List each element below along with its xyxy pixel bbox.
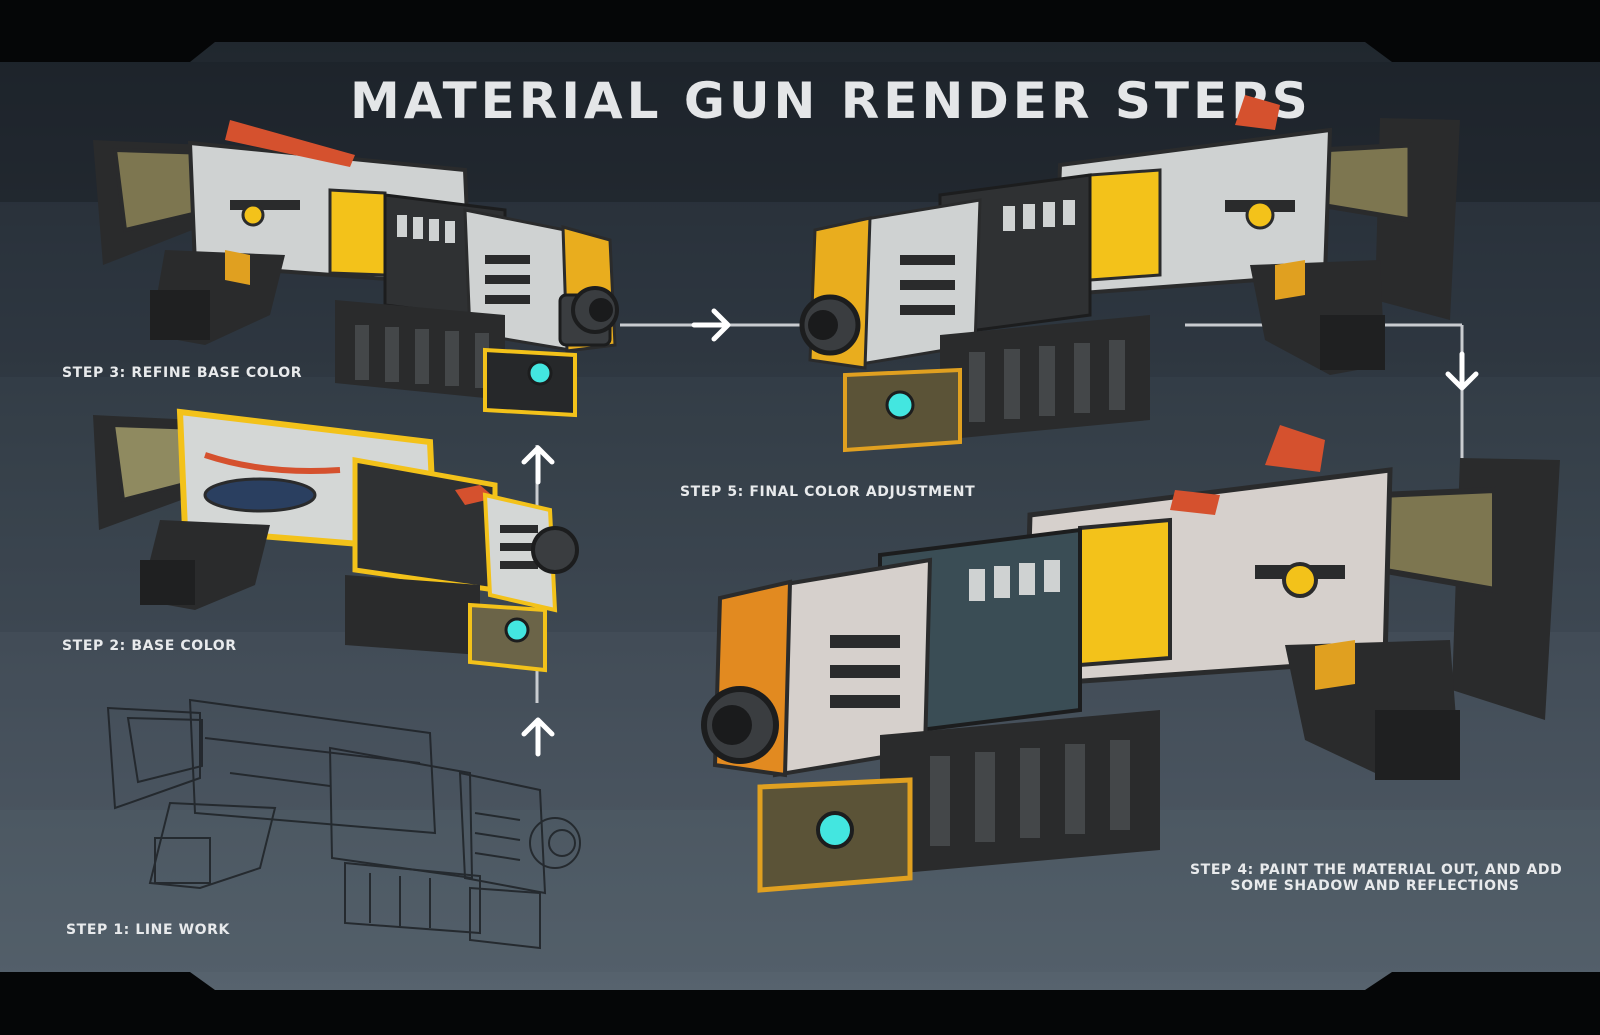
- step-4-label: STEP 4: PAINT THE MATERIAL OUT, AND ADD …: [1190, 862, 1563, 894]
- arrow-right-icon: [691, 308, 731, 342]
- gun-render-step-1: [106, 698, 581, 950]
- gun-render-step-2: [93, 408, 579, 673]
- gun-render-step-4: [701, 425, 1560, 893]
- step-3-label: STEP 3: REFINE BASE COLOR: [62, 365, 303, 381]
- arrow-up-icon: [521, 717, 555, 757]
- step-4-label-line-2: SOME SHADOW AND REFLECTIONS: [1230, 878, 1520, 894]
- step-4-label-line-1: STEP 4: PAINT THE MATERIAL OUT, AND ADD: [1190, 862, 1563, 878]
- step-5-label: STEP 5: FINAL COLOR ADJUSTMENT: [680, 484, 976, 500]
- step-2-label: STEP 2: BASE COLOR: [62, 638, 237, 654]
- step-1-label: STEP 1: LINE WORK: [66, 922, 231, 938]
- arrow-down-icon: [1445, 351, 1479, 391]
- arrow-up-icon: [521, 445, 555, 485]
- gun-render-step-3: [93, 120, 619, 418]
- gun-render-step-5: [799, 95, 1460, 453]
